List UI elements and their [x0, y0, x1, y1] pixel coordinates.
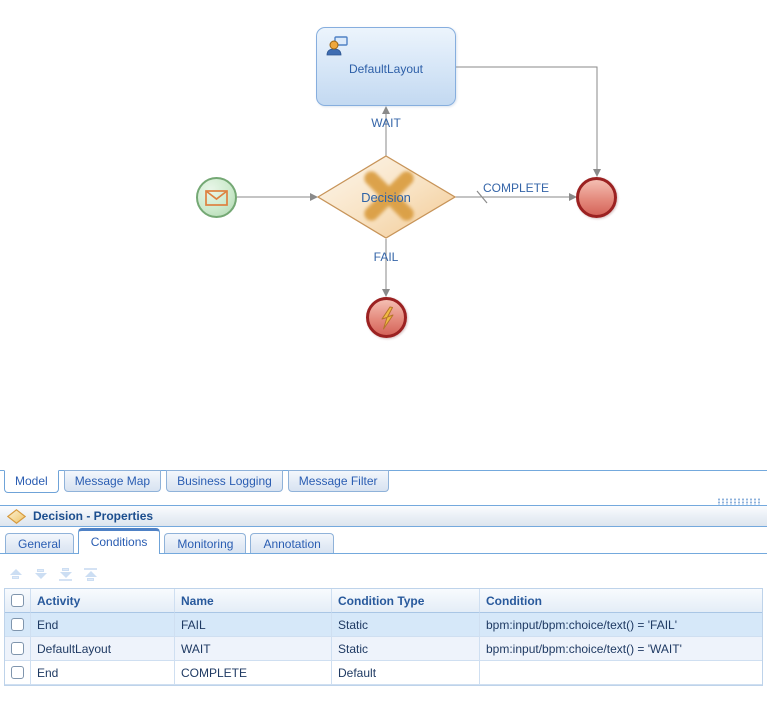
column-header-condition[interactable]: Condition [480, 589, 762, 613]
cell-activity[interactable]: End [31, 661, 175, 685]
tab-general[interactable]: General [5, 533, 74, 554]
tab-conditions[interactable]: Conditions [77, 528, 161, 554]
cell-condition[interactable]: bpm:input/bpm:choice/text() = 'WAIT' [480, 637, 762, 661]
splitter-grip[interactable] [717, 498, 761, 505]
error-bolt-icon [381, 306, 393, 329]
row-checkbox-cell [5, 661, 31, 685]
cell-activity[interactable]: DefaultLayout [31, 637, 175, 661]
cell-condition[interactable]: bpm:input/bpm:choice/text() = 'FAIL' [480, 613, 762, 637]
default-flow-marker [476, 190, 488, 204]
tab-model[interactable]: Model [4, 470, 59, 493]
edge-task-to-end[interactable] [456, 66, 598, 170]
move-down-icon[interactable] [33, 566, 48, 582]
human-activity-icon [325, 35, 349, 62]
properties-tab-strip: General Conditions Monitoring Annotation [0, 528, 767, 554]
conditions-table: Activity Name Condition Type Condition E… [4, 588, 763, 686]
gateway-label: Decision [361, 190, 411, 205]
column-header-activity[interactable]: Activity [31, 589, 175, 613]
row-checkbox[interactable] [11, 618, 24, 631]
select-all-checkbox[interactable] [11, 594, 24, 607]
arrowhead [569, 193, 577, 201]
properties-header: Decision - Properties [0, 505, 767, 527]
end-event[interactable] [576, 177, 617, 218]
cell-condition-type[interactable]: Static [332, 613, 480, 637]
cell-name[interactable]: FAIL [175, 613, 332, 637]
task-node-defaultlayout[interactable]: DefaultLayout [316, 27, 456, 106]
edge-label-wait: WAIT [371, 116, 401, 130]
process-diagram-canvas[interactable]: DefaultLayout Decision WAIT COMPLETE FAI… [0, 0, 767, 470]
reorder-toolbar [8, 566, 98, 582]
tab-business-logging[interactable]: Business Logging [166, 470, 283, 492]
tab-message-filter[interactable]: Message Filter [287, 470, 389, 492]
cell-condition-type[interactable]: Default [332, 661, 480, 685]
tab-annotation[interactable]: Annotation [250, 533, 334, 554]
gateway-diamond-icon [7, 508, 26, 524]
edge-label-fail: FAIL [373, 250, 399, 264]
arrowhead [310, 193, 318, 201]
connector-layer [237, 66, 601, 297]
row-checkbox-cell [5, 637, 31, 661]
envelope-icon [205, 189, 228, 206]
cell-name[interactable]: WAIT [175, 637, 332, 661]
tab-monitoring[interactable]: Monitoring [164, 533, 247, 554]
error-end-event[interactable] [366, 297, 407, 338]
task-node-label: DefaultLayout [348, 62, 424, 76]
edge-label-complete: COMPLETE [483, 181, 550, 195]
column-header-name[interactable]: Name [175, 589, 332, 613]
editor-tab-strip: Model Message Map Business Logging Messa… [0, 470, 767, 496]
arrowhead [382, 289, 390, 297]
row-checkbox-cell [5, 613, 31, 637]
row-checkbox[interactable] [11, 666, 24, 679]
column-header-condition-type[interactable]: Condition Type [332, 589, 480, 613]
arrowhead [382, 106, 390, 114]
select-all-cell [5, 589, 31, 613]
move-to-top-icon[interactable] [83, 566, 98, 582]
start-event-message[interactable] [196, 177, 237, 218]
cell-condition[interactable] [480, 661, 762, 685]
tab-message-map[interactable]: Message Map [63, 470, 162, 492]
properties-title: Decision - Properties [33, 509, 154, 523]
move-up-icon[interactable] [8, 566, 23, 582]
gateway-x-icon [364, 171, 414, 221]
move-to-bottom-icon[interactable] [58, 566, 73, 582]
cell-name[interactable]: COMPLETE [175, 661, 332, 685]
cell-condition-type[interactable]: Static [332, 637, 480, 661]
arrowhead [593, 169, 601, 177]
row-checkbox[interactable] [11, 642, 24, 655]
cell-activity[interactable]: End [31, 613, 175, 637]
